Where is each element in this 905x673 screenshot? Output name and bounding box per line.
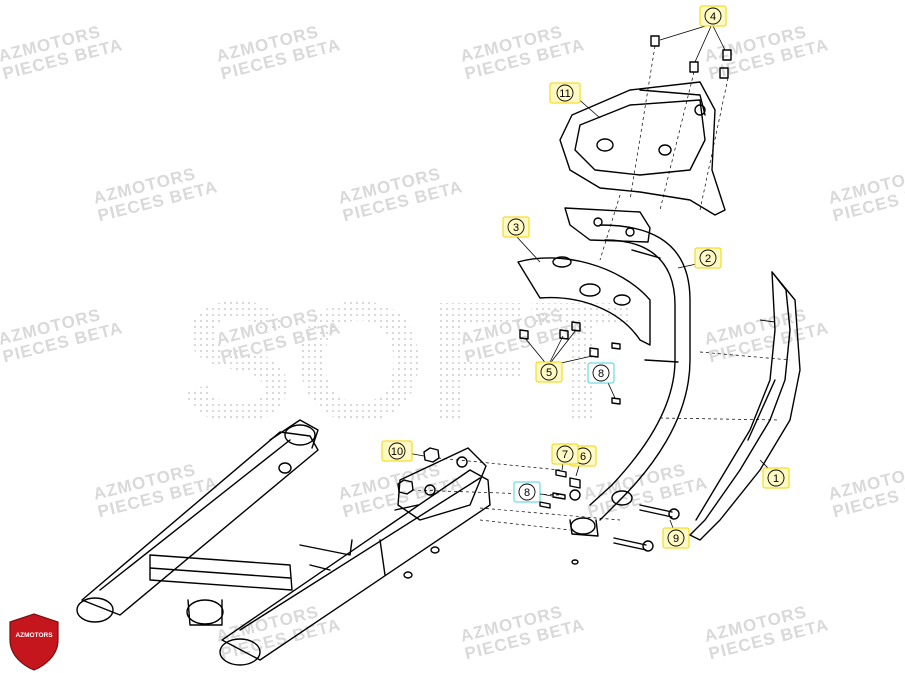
callout-circle: [592, 364, 610, 382]
callout-circle: [667, 529, 685, 547]
callout-label: 8: [598, 368, 604, 380]
callout-label: 8: [524, 487, 530, 499]
small-screws: [539, 342, 621, 509]
callout-label: 7: [562, 449, 568, 461]
callout-11: 11: [549, 82, 581, 104]
callout-9: 9: [662, 527, 690, 549]
callout-circle: [704, 7, 722, 25]
callout-5: 5: [535, 361, 563, 383]
callout-layer: 1 2 3 4 5 67 8 8 9 10 11: [381, 5, 790, 549]
callout-label: 11: [559, 88, 570, 100]
mount-bracket: [564, 207, 651, 243]
callout-circle: [699, 249, 717, 267]
logo-text: AZMOTORS: [15, 632, 53, 639]
callout-label: 9: [673, 533, 679, 545]
callout-7: 7: [551, 443, 579, 465]
guard-plate-part-3: [517, 256, 651, 346]
assembly-lines: [411, 45, 791, 531]
callout-label: 3: [513, 222, 519, 234]
callout-8a: 8: [587, 362, 615, 384]
callout-circle: [556, 84, 574, 102]
callout-circle: [767, 469, 785, 487]
callout-box: [549, 82, 581, 104]
swingarm: [76, 419, 579, 666]
grab-handle-part-2: [569, 224, 691, 537]
callout-circle: [556, 445, 574, 463]
callout-label: 4: [710, 11, 716, 23]
callout-circle: [540, 363, 558, 381]
callout-10: 10: [381, 440, 413, 462]
callout-label: 10: [391, 446, 403, 458]
callout-box: [381, 440, 413, 462]
bolts-part-9: [613, 504, 680, 552]
callout-label: 5: [546, 367, 552, 379]
callout-3: 3: [502, 216, 530, 238]
callout-label: 2: [705, 253, 711, 265]
screws-part-5: [519, 321, 599, 358]
callout-circle: [518, 483, 536, 501]
callout-1: 1: [762, 467, 790, 489]
callout-circle: [388, 442, 406, 460]
callout-2: 2: [694, 247, 722, 269]
callout-circle: [507, 218, 525, 236]
tail-light-part-11: [559, 81, 726, 216]
callout-label: 1: [773, 473, 779, 485]
callout-8b: 8: [513, 481, 541, 503]
shield-icon: [9, 613, 59, 671]
azmotors-logo: AZMOTORS: [9, 613, 59, 671]
callout-label: 6: [580, 451, 586, 463]
callout-4: 4: [699, 5, 727, 27]
rear-mudguard-part-1: [689, 271, 801, 541]
